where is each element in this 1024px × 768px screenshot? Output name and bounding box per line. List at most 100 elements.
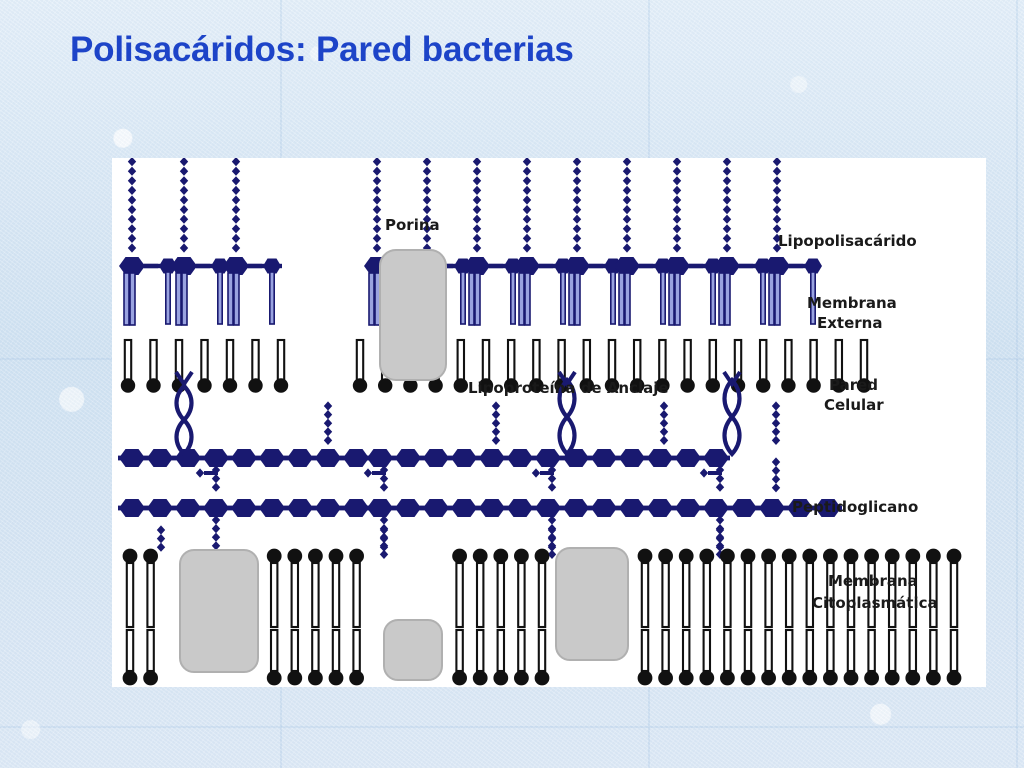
phospholipid-head xyxy=(328,548,344,564)
phospholipid-head xyxy=(143,548,158,564)
phospholipid-head xyxy=(308,548,323,564)
phospholipid-head xyxy=(308,670,323,686)
phospholipid-head xyxy=(222,378,238,393)
peptide-membrane-contact xyxy=(156,525,166,552)
phospholipid-head xyxy=(699,670,715,686)
phospholipid-lower-leaflet xyxy=(658,628,673,686)
phospholipid-tails xyxy=(658,338,667,382)
phospholipid-tails xyxy=(784,561,794,629)
phospholipid-head xyxy=(349,670,364,686)
phospholipid xyxy=(453,338,468,393)
phospholipid-tails xyxy=(661,628,670,673)
phospholipid-lower-leaflet xyxy=(884,628,900,686)
phospholipid-head xyxy=(655,378,670,393)
phospholipid-head xyxy=(884,548,900,564)
phospholipid-tails xyxy=(481,338,491,382)
phospholipid-lower-leaflet xyxy=(143,628,158,686)
lps-acyl-tail xyxy=(768,272,775,326)
phospholipid-head xyxy=(756,378,771,393)
peptide-branch xyxy=(708,471,722,475)
label-membrana-cito-2: Citoplasmática xyxy=(812,594,938,612)
phospholipid-upper-leaflet xyxy=(761,548,776,629)
phospholipid-lower-leaflet xyxy=(452,628,467,686)
phospholipid xyxy=(352,338,368,393)
phospholipid-tails xyxy=(517,628,526,673)
lps-acyl-tail xyxy=(718,272,725,326)
peptide-branch xyxy=(204,471,218,475)
phospholipid-tails xyxy=(146,628,155,673)
phospholipid-lower-leaflet xyxy=(534,628,550,686)
phospholipid-tails xyxy=(582,338,592,382)
phospholipid-lower-leaflet xyxy=(493,628,509,686)
phospholipid-head xyxy=(472,548,488,564)
phospholipid xyxy=(504,338,519,393)
phospholipid-head xyxy=(146,378,161,393)
phospholipid-upper-leaflet xyxy=(678,548,694,629)
phospholipid-lower-leaflet xyxy=(287,628,303,686)
anchor-lipoprotein-layer xyxy=(174,370,742,458)
phospholipid-head xyxy=(705,378,720,393)
phospholipid-tails xyxy=(506,338,516,382)
glycan-strand xyxy=(118,499,370,517)
lps-acyl-tail xyxy=(269,271,276,325)
phospholipid-tails xyxy=(826,628,835,673)
phospholipid-head xyxy=(248,378,263,393)
phospholipid-lower-leaflet xyxy=(864,628,879,686)
phospholipid-upper-leaflet xyxy=(740,548,756,629)
phospholipid-tails xyxy=(908,628,918,673)
phospholipid-head xyxy=(802,670,818,686)
phospholipid-tails xyxy=(269,628,279,673)
membrane-protein-large-right[interactable] xyxy=(555,547,629,661)
phospholipid-tails xyxy=(743,628,753,673)
phospholipid-head xyxy=(637,670,653,686)
peptidoglycan-layer xyxy=(118,401,842,559)
lps-acyl-tail xyxy=(164,271,171,325)
phospholipid-tails xyxy=(290,628,300,673)
lps-acyl-tail xyxy=(524,272,531,326)
phospholipid-head xyxy=(266,548,282,564)
phospholipid-head xyxy=(120,378,136,393)
phospholipid-head xyxy=(823,548,838,564)
porin-protein[interactable] xyxy=(379,249,447,381)
phospholipid-head xyxy=(630,378,645,393)
phospholipid-tails xyxy=(475,628,485,673)
phospholipid-upper-leaflet xyxy=(349,548,364,629)
lps-acyl-tail xyxy=(709,271,716,325)
label-membrana-externa-1: Membrana xyxy=(807,294,897,312)
phospholipid-lower-leaflet xyxy=(905,628,921,686)
lps-acyl-tail xyxy=(459,271,466,325)
label-membrana-cito-1: Membrana xyxy=(828,572,918,590)
phospholipid xyxy=(248,338,263,393)
phospholipid-head xyxy=(843,548,859,564)
phospholipid-lower-leaflet xyxy=(740,628,756,686)
phospholipid-head xyxy=(534,548,550,564)
phospholipid-head xyxy=(781,548,797,564)
phospholipid-lower-leaflet xyxy=(308,628,323,686)
phospholipid-upper-leaflet xyxy=(534,548,550,629)
membrane-protein-large-left[interactable] xyxy=(179,549,259,673)
phospholipid-tails xyxy=(784,628,794,673)
phospholipid-head xyxy=(143,670,158,686)
lps-acyl-tail xyxy=(609,271,616,325)
phospholipid-head xyxy=(946,548,962,564)
phospholipid-head xyxy=(287,548,303,564)
braid-loop xyxy=(557,413,577,458)
phospholipid-tails xyxy=(949,628,959,673)
outer-leaflet-baseline xyxy=(126,263,282,269)
phospholipid-lower-leaflet xyxy=(328,628,344,686)
lps-acyl-tail xyxy=(668,272,675,326)
label-membrana-externa-2: Externa xyxy=(817,314,882,332)
lps-acyl-tail xyxy=(809,271,816,325)
page-title: Polisacáridos: Pared bacterias xyxy=(70,30,574,69)
lps-acyl-tail xyxy=(368,272,375,326)
phospholipid-tails xyxy=(149,338,158,382)
membrane-protein-small-mid[interactable] xyxy=(383,619,443,681)
phospholipid-tails xyxy=(607,338,617,382)
phospholipid-head xyxy=(452,670,467,686)
phospholipid-tails xyxy=(805,628,815,673)
phospholipid-tails xyxy=(632,338,642,382)
phospholipid-tails xyxy=(455,561,464,629)
glycan-strand xyxy=(118,449,370,467)
phospholipid-upper-leaflet xyxy=(637,548,653,629)
phospholipid-head xyxy=(720,548,735,564)
